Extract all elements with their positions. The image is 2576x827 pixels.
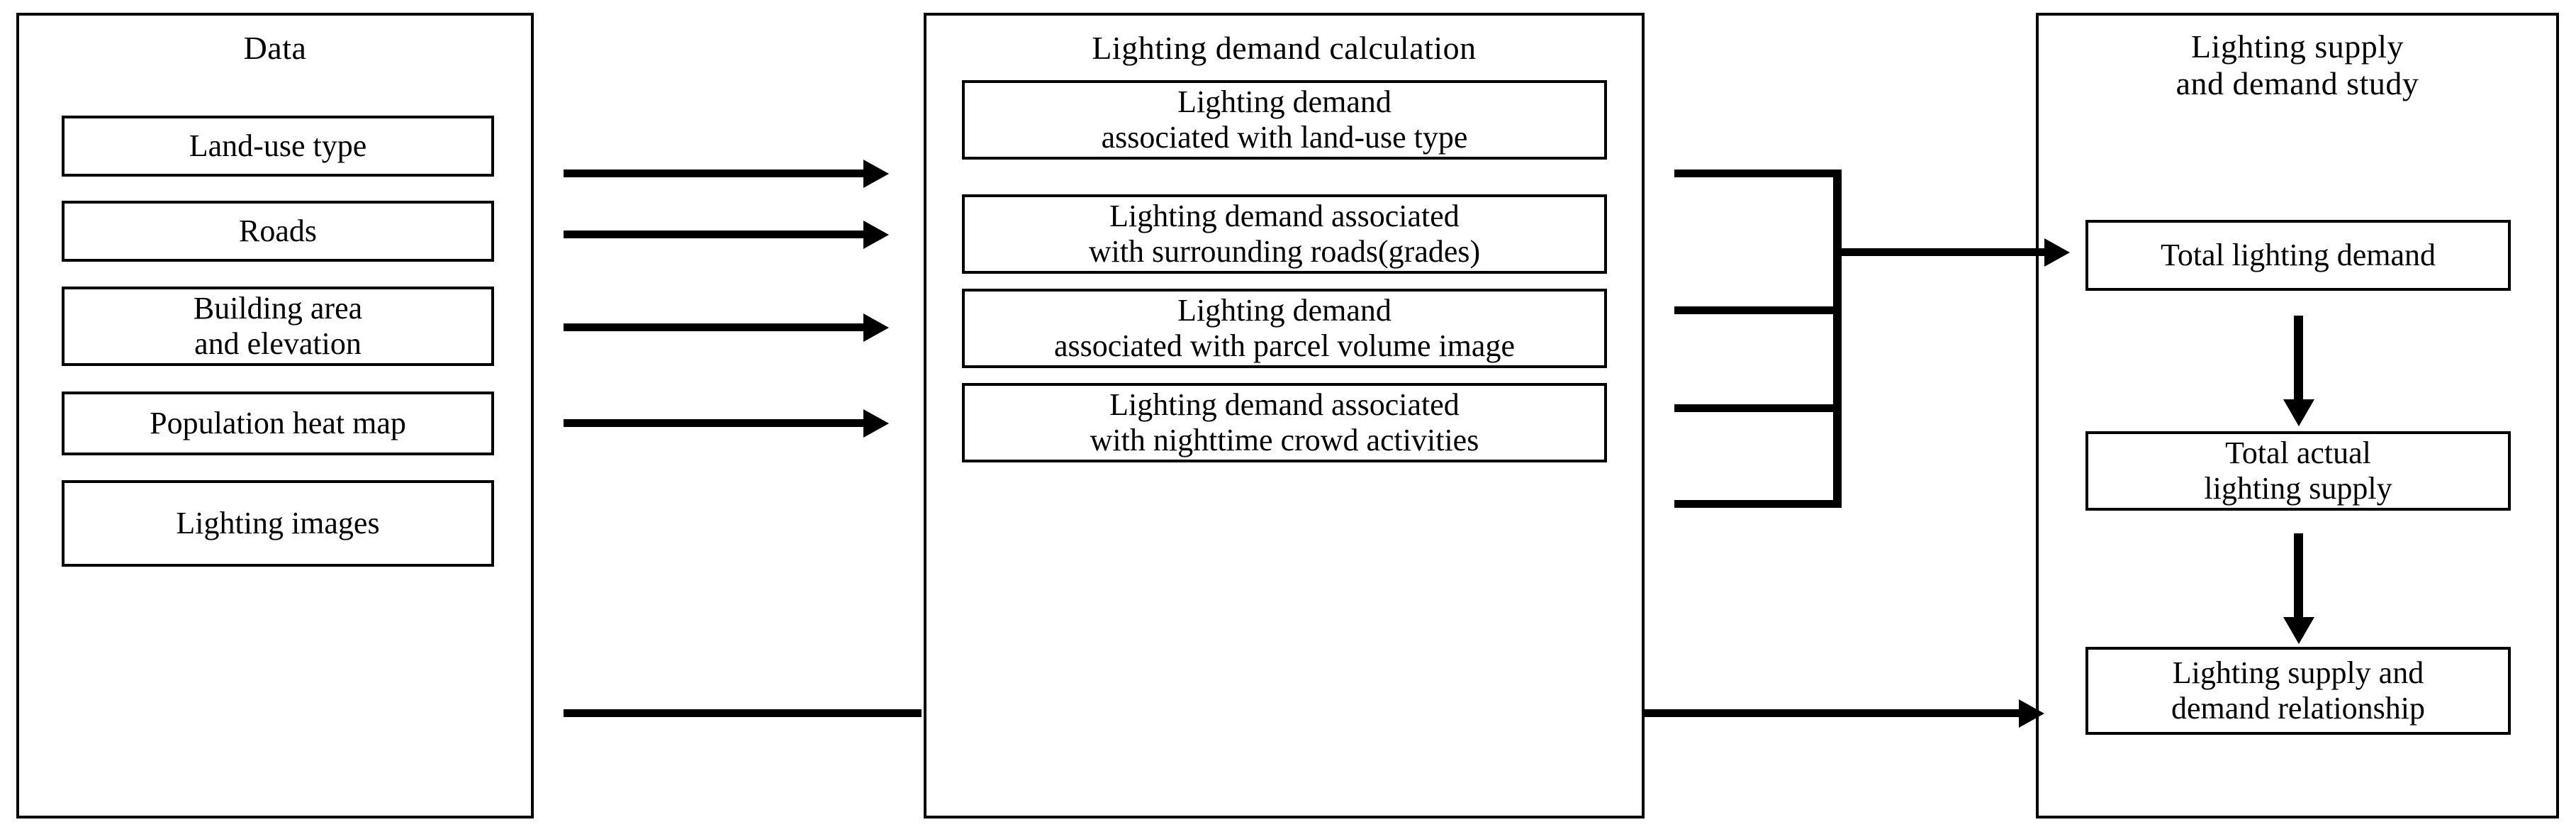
data-item-building-area-and-elevation[interactable]: Building area and elevation [62,287,494,366]
calc-item-label: Lighting demand associated with land-use… [1101,84,1468,155]
data-item-label: Building area and elevation [193,290,363,361]
panel-calculation-title: Lighting demand calculation [1092,30,1477,66]
arrow-building-area-to-calc [564,313,889,342]
data-item-population-heat-map[interactable]: Population heat map [62,392,494,455]
data-item-roads[interactable]: Roads [62,201,494,262]
arrow-supply-to-relationship [2283,533,2314,644]
study-item-lighting-supply-and-demand-relationship[interactable]: Lighting supply and demand relationship [2085,647,2511,735]
arrow-population-heat-map-to-calc [564,409,889,438]
data-item-label: Roads [239,213,317,248]
data-item-label: Population heat map [150,405,406,440]
arrow-land-use-type-to-calc [564,159,889,188]
calc-item-parcel-volume-image[interactable]: Lighting demand associated with parcel v… [962,289,1607,368]
arrowhead-icon [2283,617,2314,644]
study-item-label: Total actual lighting supply [2204,435,2392,506]
bracket-stub-calc-1 [1674,170,1841,177]
bracket-stub-calc-4 [1674,500,1841,508]
calc-item-label: Lighting demand associated with nighttim… [1090,387,1479,457]
panel-study-title: Lighting supply and demand study [2175,28,2419,101]
study-item-label: Total lighting demand [2161,237,2436,272]
arrowhead-icon [863,220,889,249]
arrow-roads-to-calc [564,220,889,249]
bracket-spine [1833,170,1842,508]
arrowhead-icon [863,409,889,438]
data-item-lighting-images[interactable]: Lighting images [62,480,494,567]
bracket-stub-calc-3 [1674,404,1841,412]
bracket-stub-calc-2 [1674,306,1841,314]
arrowhead-icon [863,313,889,342]
calc-item-land-use-type[interactable]: Lighting demand associated with land-use… [962,80,1607,160]
study-item-label: Lighting supply and demand relationship [2171,655,2425,726]
calc-item-nighttime-crowd-activities[interactable]: Lighting demand associated with nighttim… [962,383,1607,462]
calc-item-surrounding-roads[interactable]: Lighting demand associated with surround… [962,194,1607,274]
study-item-total-lighting-demand[interactable]: Total lighting demand [2085,220,2511,291]
arrowhead-icon [2019,699,2044,728]
arrowhead-icon [863,159,889,188]
arrow-demand-to-supply [2283,316,2314,426]
arrowhead-icon [2283,399,2314,426]
arrow-bracket-to-total-lighting-demand [1833,238,2070,267]
calc-item-label: Lighting demand associated with parcel v… [1054,292,1515,363]
data-item-land-use-type[interactable]: Land-use type [62,116,494,177]
arrow-lighting-images-to-study [564,709,922,717]
data-item-label: Land-use type [189,128,367,163]
study-item-total-actual-lighting-supply[interactable]: Total actual lighting supply [2085,431,2511,511]
calc-item-label: Lighting demand associated with surround… [1088,198,1481,269]
arrow-calc-bottom-to-relationship [1645,699,2044,728]
arrowhead-icon [2044,238,2070,267]
data-item-label: Lighting images [176,505,380,540]
panel-data-title: Data [243,30,307,66]
